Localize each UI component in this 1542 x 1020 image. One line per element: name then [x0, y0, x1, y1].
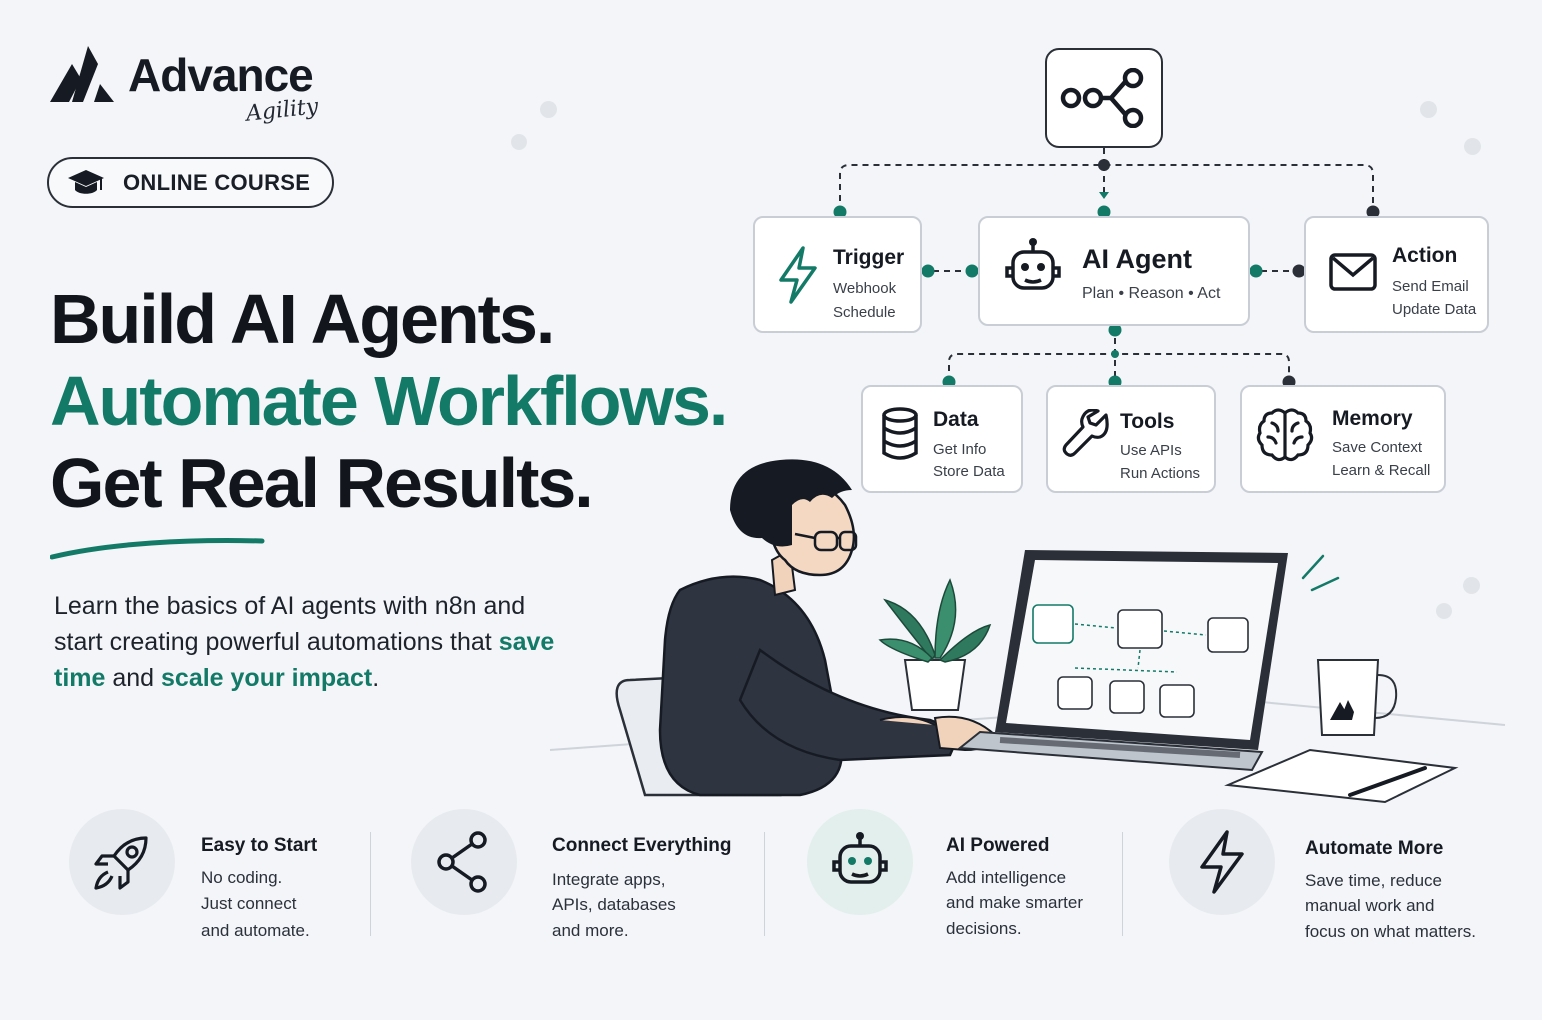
lead-highlight-save-time: save time — [54, 628, 555, 692]
brand-logo[interactable]: Advance Agility — [50, 44, 350, 134]
memory-line-1: Save Context — [1332, 439, 1423, 456]
feature-line: and automate. — [201, 921, 310, 940]
trigger-line-2: Schedule — [833, 304, 896, 321]
trigger-title: Trigger — [833, 246, 905, 269]
feature-automate-more: Automate More Save time, reduce manual w… — [1168, 808, 1508, 948]
feature-divider — [1122, 832, 1123, 936]
feature-icon-circle — [807, 809, 913, 915]
advance-logo-icon — [50, 46, 114, 102]
decor-dot — [511, 134, 527, 150]
feature-line: and more. — [552, 921, 629, 940]
feature-line: APIs, databases — [552, 895, 676, 914]
tools-line-1: Use APIs — [1120, 442, 1182, 459]
tools-card[interactable]: Tools Use APIs Run Actions — [1046, 385, 1216, 493]
lead-highlight-scale-impact: scale your impact — [161, 664, 373, 692]
feature-title: Easy to Start — [201, 835, 318, 856]
headline-line-1: Build AI Agents. — [50, 280, 555, 358]
tools-line-2: Run Actions — [1120, 465, 1201, 482]
feature-icon-circle — [411, 809, 517, 915]
feature-icon-circle — [1169, 809, 1275, 915]
feature-title: Connect Everything — [552, 835, 732, 856]
data-line-2: Store Data — [933, 463, 1005, 480]
ai-agent-subtitle: Plan • Reason • Act — [1082, 285, 1221, 302]
data-card[interactable]: Data Get Info Store Data — [861, 385, 1023, 493]
feature-easy-to-start: Easy to Start No coding. Just connect an… — [68, 808, 368, 948]
lightning-icon — [1200, 830, 1244, 894]
decor-dot — [1463, 577, 1480, 594]
feature-line: and make smarter — [946, 893, 1083, 912]
data-line-1: Get Info — [933, 441, 987, 458]
online-course-badge[interactable]: ONLINE COURSE — [47, 157, 334, 208]
feature-icon-circle — [69, 809, 175, 915]
feature-line: Integrate apps, — [552, 870, 666, 889]
feature-line: focus on what matters. — [1305, 922, 1477, 941]
lightning-icon — [779, 246, 817, 304]
decor-dot — [1464, 138, 1481, 155]
workflow-root-node[interactable] — [1045, 48, 1163, 148]
feature-connect-everything: Connect Everything Integrate apps, APIs,… — [410, 808, 760, 948]
decor-dot — [540, 101, 557, 118]
memory-card[interactable]: Memory Save Context Learn & Recall — [1240, 385, 1446, 493]
headline: Build AI Agents. Automate Workflows. Get… — [50, 278, 728, 524]
tools-title: Tools — [1120, 410, 1175, 433]
action-line-1: Send Email — [1392, 278, 1469, 295]
lead-paragraph: Learn the basics of AI agents with n8n a… — [54, 588, 574, 696]
feature-line: Add intelligence — [946, 868, 1067, 887]
badge-label: ONLINE COURSE — [123, 169, 311, 195]
action-title: Action — [1392, 244, 1458, 267]
lead-text-1: Learn the basics of AI agents with n8n a… — [54, 592, 526, 656]
action-card[interactable]: Action Send Email Update Data — [1304, 216, 1489, 333]
memory-title: Memory — [1332, 407, 1413, 430]
wrench-icon — [1062, 409, 1109, 457]
workflow-nodes-icon — [1060, 68, 1144, 128]
memory-line-2: Learn & Recall — [1332, 462, 1431, 479]
headline-line-3: Get Real Results. — [50, 444, 594, 522]
share-nodes-icon — [437, 831, 487, 893]
feature-divider — [370, 832, 371, 936]
trigger-card[interactable]: Trigger Webhook Schedule — [753, 216, 922, 333]
robot-icon — [1005, 238, 1061, 290]
feature-title: AI Powered — [946, 835, 1050, 856]
feature-ai-powered: AI Powered Add intelligence and make sma… — [806, 808, 1116, 948]
feature-divider — [764, 832, 765, 936]
data-title: Data — [933, 408, 979, 431]
feature-line: decisions. — [946, 919, 1022, 938]
envelope-icon — [1329, 253, 1377, 291]
decor-dot — [1420, 101, 1437, 118]
feature-line: Save time, reduce — [1305, 871, 1443, 890]
trigger-line-1: Webhook — [833, 280, 897, 297]
decor-dot — [1436, 603, 1452, 619]
brand-name: Advance — [128, 49, 314, 101]
headline-line-2: Automate Workflows. — [50, 362, 728, 440]
feature-line: Just connect — [201, 894, 297, 913]
action-line-2: Update Data — [1392, 301, 1477, 318]
feature-line: No coding. — [201, 868, 283, 887]
headline-underline — [50, 538, 265, 560]
ai-agent-title: AI Agent — [1082, 244, 1192, 274]
brain-icon — [1256, 408, 1314, 462]
lead-text-2: and — [105, 664, 162, 692]
lead-text-3: . — [372, 664, 380, 692]
feature-title: Automate More — [1305, 838, 1444, 859]
ai-agent-card[interactable]: AI Agent Plan • Reason • Act — [978, 216, 1250, 326]
robot-icon — [832, 832, 888, 884]
person-at-laptop-illustration — [549, 459, 1506, 804]
rocket-icon — [94, 836, 148, 890]
graduation-cap-icon — [68, 169, 104, 194]
feature-line: manual work and — [1305, 896, 1435, 915]
database-icon — [882, 407, 918, 460]
